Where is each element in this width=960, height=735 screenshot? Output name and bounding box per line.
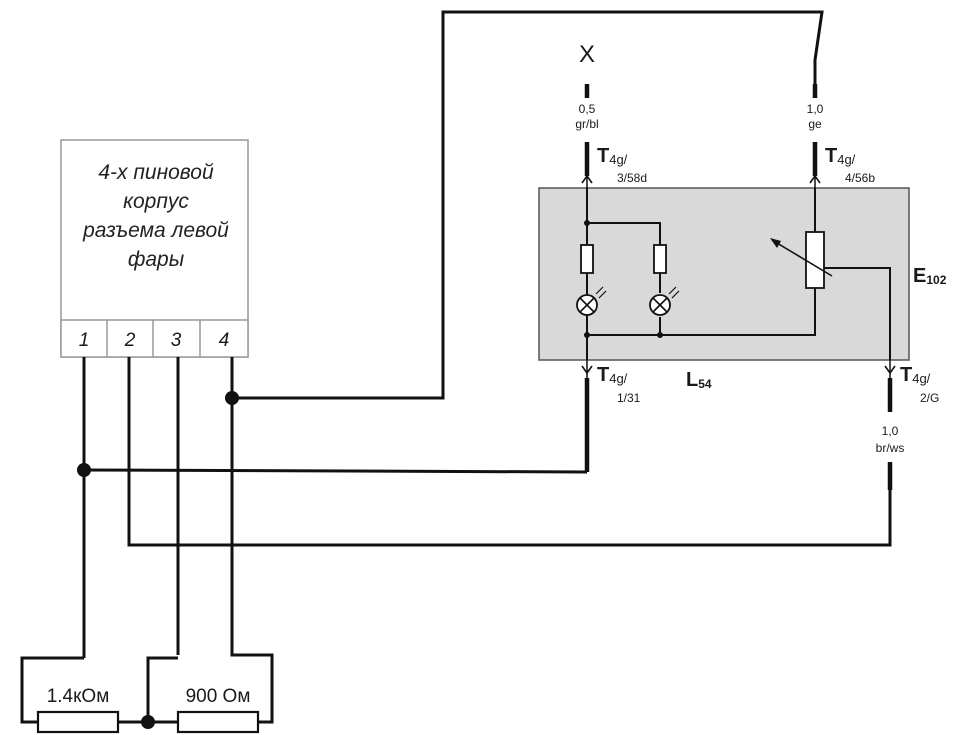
svg-text:1/31: 1/31 <box>617 391 641 405</box>
terminal-top-left: T4g/ 3/58d <box>597 145 647 185</box>
resistor-1-label: 1.4кОм <box>47 686 110 707</box>
module-label: L54 <box>686 369 712 391</box>
wire-top-right-color: ge <box>808 117 822 131</box>
wire-bot-right-gauge: 1,0 <box>882 424 899 438</box>
terminal-stubs <box>584 84 893 490</box>
x-label: X <box>579 41 595 68</box>
svg-text:T4g/: T4g/ <box>900 364 931 386</box>
headlight-module: L54 E102 <box>538 187 947 391</box>
headlight-connector: 1 2 3 4 <box>60 139 249 358</box>
svg-text:2/G: 2/G <box>920 391 939 405</box>
resistor-1: 1.4кОм <box>36 686 120 734</box>
svg-text:3/58d: 3/58d <box>617 171 647 185</box>
external-wiring <box>20 10 892 724</box>
variable-resistor-icon <box>770 231 833 289</box>
pin-1-label: 1 <box>79 330 90 351</box>
adjuster-label: E102 <box>913 265 947 287</box>
module-body <box>538 187 910 361</box>
connector-title-line-4: фары <box>127 248 185 271</box>
lamp-resistor-right <box>653 244 667 274</box>
connector-pin-strip <box>60 319 249 358</box>
lamp-right-icon <box>649 286 680 316</box>
terminal-top-right: T4g/ 4/56b <box>825 145 875 185</box>
connector-title: 4-х пиновой корпус разъема левой фары <box>62 158 250 274</box>
lamp-resistor-left <box>580 244 594 274</box>
wire-top-right-gauge: 1,0 <box>807 102 824 116</box>
pin-2-label: 2 <box>124 330 136 351</box>
pin-3-label: 3 <box>171 330 182 351</box>
connector-title-line-1: 4-х пиновой <box>98 161 214 184</box>
svg-text:T4g/: T4g/ <box>597 364 628 386</box>
svg-text:4/56b: 4/56b <box>845 171 875 185</box>
resistor-2-label: 900 Ом <box>186 686 251 707</box>
terminal-bottom-right: T4g/ 2/G <box>900 364 939 405</box>
lamp-left-icon <box>576 286 607 316</box>
connector-title-line-3: разъема левой <box>83 219 229 242</box>
wire-top-left-color: gr/bl <box>575 117 598 131</box>
svg-text:T4g/: T4g/ <box>825 145 856 167</box>
wire-bot-right-color: br/ws <box>876 441 905 455</box>
connector-title-line-2: корпус <box>123 190 189 213</box>
terminal-bottom-left: T4g/ 1/31 <box>597 364 641 405</box>
svg-text:T4g/: T4g/ <box>597 145 628 167</box>
pin-4-label: 4 <box>219 330 230 351</box>
wire-top-left-gauge: 0,5 <box>579 102 596 116</box>
resistor-2: 900 Ом <box>176 686 260 734</box>
